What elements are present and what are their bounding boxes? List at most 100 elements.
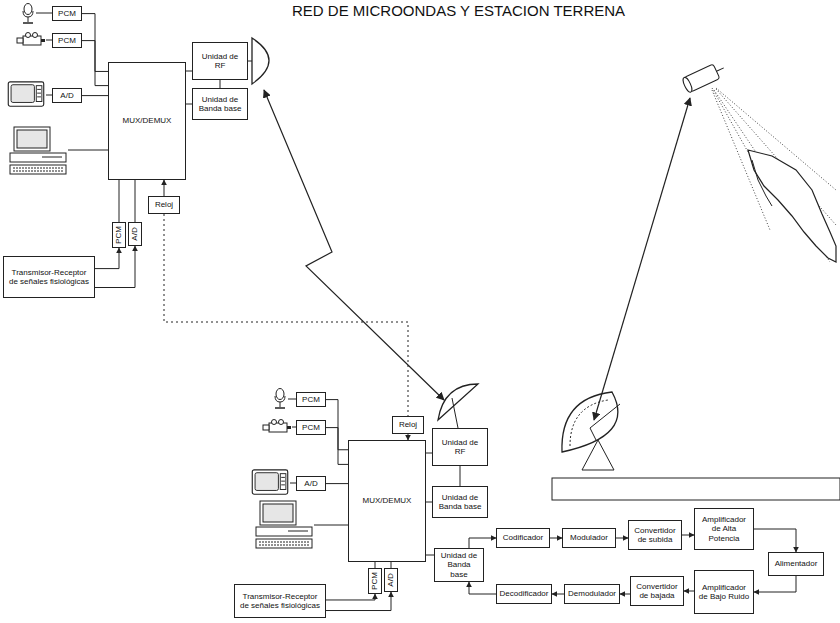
microwave-dish <box>248 38 269 84</box>
connector <box>682 535 694 536</box>
monitor-icon <box>8 82 52 106</box>
process-box: Alimentador <box>768 552 824 576</box>
earth-station-antenna <box>570 400 608 446</box>
connector <box>620 594 630 595</box>
computer-icon <box>10 127 108 174</box>
monitor-icon <box>252 470 296 494</box>
camera-icon <box>263 420 291 433</box>
connector <box>552 594 564 595</box>
box-label: A/D <box>130 227 139 240</box>
camera-icon <box>17 33 52 46</box>
camera-icon <box>263 420 296 433</box>
rf-unit: Unidad de RF <box>432 428 488 466</box>
earth-station-antenna <box>590 428 596 440</box>
connector <box>95 246 135 288</box>
box-label: PCM <box>302 423 320 432</box>
microphone-icon <box>36 13 52 14</box>
connector <box>550 538 562 539</box>
box-label: Demodulador <box>568 589 616 598</box>
box-label: PCM <box>302 395 320 404</box>
box-label: PCM <box>114 226 123 244</box>
connector <box>119 180 120 222</box>
transceiver-box: Transmisor-Receptor de señales fisiológi… <box>3 256 95 298</box>
box-label: Codificador <box>503 533 543 542</box>
box-label: MUX/DEMUX <box>123 116 172 125</box>
satellite <box>681 61 727 94</box>
pcm-box: PCM <box>368 568 382 594</box>
connector <box>82 95 108 96</box>
box-label: Amplificador de Alta Potencia <box>698 515 750 543</box>
ad-box: A/D <box>296 476 326 491</box>
mexico-map <box>748 150 836 262</box>
box-label: A/D <box>386 573 395 586</box>
connector <box>326 483 348 484</box>
process-box: Convertidor de bajada <box>630 576 684 606</box>
box-label: Convertidor de subida <box>632 526 678 544</box>
box-label: Reloj <box>155 200 173 209</box>
process-box: Decodificador <box>496 584 552 604</box>
microwave-dish <box>248 61 252 62</box>
pcm-box: PCM <box>296 420 326 435</box>
connector <box>326 400 348 450</box>
satellite <box>681 61 727 94</box>
connector <box>469 582 496 594</box>
box-label: Decodificador <box>500 589 549 598</box>
clock-box: Reloj <box>392 416 424 434</box>
earth-station-antenna <box>562 392 618 452</box>
uplink-arrow <box>594 98 690 420</box>
box-label: A/D <box>60 91 73 100</box>
earth-station-antenna <box>552 392 840 500</box>
amplifier-box: Amplificador de Bajo Ruido <box>694 570 754 614</box>
box-label: Amplificador de Bajo Ruido <box>698 583 750 601</box>
uplink-arrow <box>594 98 690 420</box>
pcm-box: PCM <box>52 6 82 21</box>
monitor-icon <box>252 470 287 494</box>
process-box: Codificador <box>496 528 550 548</box>
connector <box>326 428 348 465</box>
connector <box>135 180 136 222</box>
box-label: MUX/DEMUX <box>363 496 412 505</box>
connector <box>460 466 461 486</box>
baseband-unit: Unidad de Banda base <box>432 486 488 518</box>
microwave-dish <box>252 38 269 84</box>
amplifier-box: Amplificador de Alta Potencia <box>694 508 754 550</box>
ad-box: A/D <box>384 568 398 592</box>
box-label: Unidad de Banda base <box>438 551 480 579</box>
connector <box>220 80 221 88</box>
microwave-link <box>264 90 444 400</box>
satellite <box>681 76 693 93</box>
connector <box>754 576 796 592</box>
box-label: Unidad de Banda base <box>436 493 484 511</box>
connector <box>426 555 434 556</box>
computer-icon <box>68 150 108 151</box>
monitor-icon <box>8 82 43 106</box>
mexico-map <box>752 160 772 206</box>
ad-box: A/D <box>52 88 82 103</box>
connector <box>326 592 391 611</box>
rf-unit: Unidad de RF <box>192 42 248 80</box>
box-label: Convertidor de bajada <box>634 582 680 600</box>
pcm-box: PCM <box>112 222 126 248</box>
process-box: Demodulador <box>564 584 620 604</box>
ad-box: A/D <box>128 222 142 246</box>
microwave-dish <box>438 384 478 420</box>
computer-icon <box>314 525 348 526</box>
connector <box>754 529 796 552</box>
computer-icon <box>10 127 66 174</box>
microphone-icon <box>23 4 33 24</box>
earth-station-antenna <box>552 478 840 500</box>
connector <box>164 214 408 416</box>
connector <box>82 41 108 86</box>
box-label: PCM <box>58 9 76 18</box>
computer-icon <box>256 501 348 548</box>
baseband-unit: Unidad de Banda base <box>192 88 248 120</box>
diagram-title: RED DE MICROONDAS Y ESTACION TERRENA <box>292 2 625 19</box>
connector <box>164 180 165 196</box>
box-label: PCM <box>58 36 76 45</box>
transceiver-box: Transmisor-Receptor de señales fisiológi… <box>234 584 326 618</box>
microwave-dish <box>438 384 478 428</box>
clock-box: Reloj <box>148 196 180 214</box>
mux-box: MUX/DEMUX <box>348 440 426 562</box>
microwave-link <box>264 90 444 400</box>
